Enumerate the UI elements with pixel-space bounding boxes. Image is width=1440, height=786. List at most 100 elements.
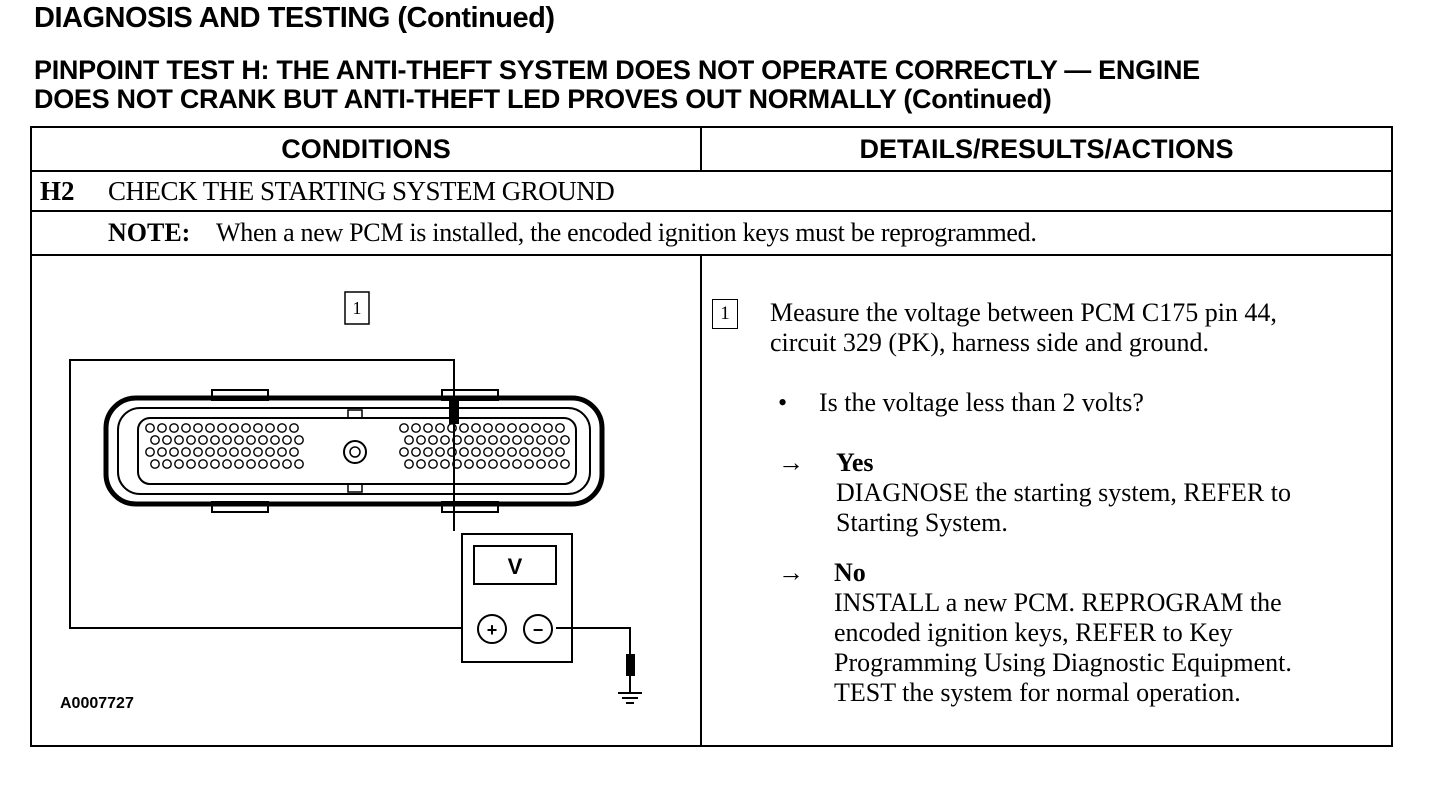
connector-pin xyxy=(500,435,510,445)
no-action-line: encoded ignition keys, REFER to Key xyxy=(834,618,1233,647)
connector-pin xyxy=(423,447,433,457)
connector-pin xyxy=(169,423,179,433)
connector-pin xyxy=(452,435,462,445)
connector-pin xyxy=(483,423,493,433)
no-action-line: Programming Using Diagnostic Equipment. xyxy=(834,648,1292,677)
no-result: No INSTALL a new PCM. REPROGRAM the enco… xyxy=(834,558,1292,708)
row-divider xyxy=(32,254,1391,256)
connector-pin xyxy=(411,447,421,457)
connector-pin xyxy=(162,435,172,445)
connector-pin xyxy=(471,423,481,433)
connector-pin xyxy=(483,447,493,457)
connector-latch xyxy=(441,501,499,513)
connector-pin xyxy=(198,435,208,445)
connector-pin xyxy=(555,423,565,433)
connector-latch xyxy=(211,501,269,513)
connector-pin xyxy=(258,435,268,445)
connector-pin xyxy=(435,447,445,457)
yes-label: Yes xyxy=(836,448,874,477)
connector-latch xyxy=(441,389,499,401)
yes-result: Yes DIAGNOSE the starting system, REFER … xyxy=(836,448,1291,538)
connector-pin xyxy=(265,423,275,433)
note-label: NOTE: xyxy=(108,218,191,247)
instruction-line: circuit 329 (PK), harness side and groun… xyxy=(770,328,1210,357)
pcm-voltage-diagram: 1 V + xyxy=(32,256,700,747)
header-divider xyxy=(700,128,702,170)
connector-pin xyxy=(282,435,292,445)
callout-number: 1 xyxy=(353,298,362,318)
connector-pin xyxy=(555,447,565,457)
connector-pin xyxy=(423,423,433,433)
connector-pin xyxy=(495,423,505,433)
pcm-connector-body xyxy=(103,395,605,507)
connector-pin xyxy=(548,435,558,445)
note-text: When a new PCM is installed, the encoded… xyxy=(216,218,1037,247)
connector-pin xyxy=(162,459,172,469)
test-title-line-2: DOES NOT CRANK BUT ANTI-THEFT LED PROVES… xyxy=(34,84,1052,114)
connector-pin xyxy=(222,459,232,469)
connector-pin xyxy=(174,459,184,469)
voltmeter-label: V xyxy=(508,554,523,579)
instruction-line: Measure the voltage between PCM C175 pin… xyxy=(770,298,1277,327)
bullet: • xyxy=(778,388,788,417)
connector-pin xyxy=(548,459,558,469)
figure-id: A0007727 xyxy=(60,695,134,712)
step-id: H2 xyxy=(40,176,75,206)
connector-pin xyxy=(447,447,457,457)
connector-pin xyxy=(495,447,505,457)
pinpoint-test-title: PINPOINT TEST H: THE ANTI-THEFT SYSTEM D… xyxy=(34,56,1200,114)
connector-pin xyxy=(234,459,244,469)
positive-terminal xyxy=(477,614,507,644)
connector-pin xyxy=(464,435,474,445)
conditions-header: CONDITIONS xyxy=(281,134,451,164)
connector-pin xyxy=(241,447,251,457)
page-title: DIAGNOSIS AND TESTING (Continued) xyxy=(34,2,555,34)
connector-pin xyxy=(277,423,287,433)
connector-pin xyxy=(150,435,160,445)
connector-pin xyxy=(157,447,167,457)
measure-instruction: Measure the voltage between PCM C175 pin… xyxy=(770,298,1277,358)
connector-pin xyxy=(464,459,474,469)
connector-pin xyxy=(205,423,215,433)
ground-icon xyxy=(618,692,642,704)
connector-pin xyxy=(500,459,510,469)
connector-pin xyxy=(181,447,191,457)
step-title: CHECK THE STARTING SYSTEM GROUND xyxy=(108,176,615,206)
connector-pin xyxy=(459,423,469,433)
arrow-icon: → xyxy=(778,558,804,587)
connector-pin xyxy=(246,435,256,445)
connector-pin xyxy=(217,447,227,457)
connector-pin xyxy=(229,423,239,433)
connector-pin xyxy=(258,459,268,469)
connector-pin xyxy=(294,459,304,469)
connector-pin xyxy=(536,435,546,445)
connector-pin xyxy=(411,423,421,433)
connector-pin xyxy=(531,423,541,433)
connector-inner-shell xyxy=(117,407,591,495)
connector-pin xyxy=(399,423,409,433)
connector-pin xyxy=(507,447,517,457)
connector-pin xyxy=(241,423,251,433)
row-divider xyxy=(32,170,1391,172)
connector-pin xyxy=(289,447,299,457)
connector-pin xyxy=(193,447,203,457)
connector-pin xyxy=(404,459,414,469)
arrow-icon: → xyxy=(778,448,804,477)
connector-pin xyxy=(488,435,498,445)
probe-tip xyxy=(449,396,459,424)
details-results-actions: 1 Measure the voltage between PCM C175 p… xyxy=(702,256,1391,747)
step-callout-box: 1 xyxy=(712,299,738,329)
connector-pin xyxy=(193,423,203,433)
connector-pin xyxy=(560,435,570,445)
connector-pin xyxy=(440,459,450,469)
connector-pin xyxy=(294,435,304,445)
no-action-line: INSTALL a new PCM. REPROGRAM the xyxy=(834,588,1282,617)
connector-pin xyxy=(512,435,522,445)
voltmeter xyxy=(461,533,573,663)
connector-pin xyxy=(234,435,244,445)
connector-pin xyxy=(428,435,438,445)
connector-pin xyxy=(229,447,239,457)
connector-pin xyxy=(519,447,529,457)
ground-probe xyxy=(626,654,635,676)
connector-pin xyxy=(289,423,299,433)
